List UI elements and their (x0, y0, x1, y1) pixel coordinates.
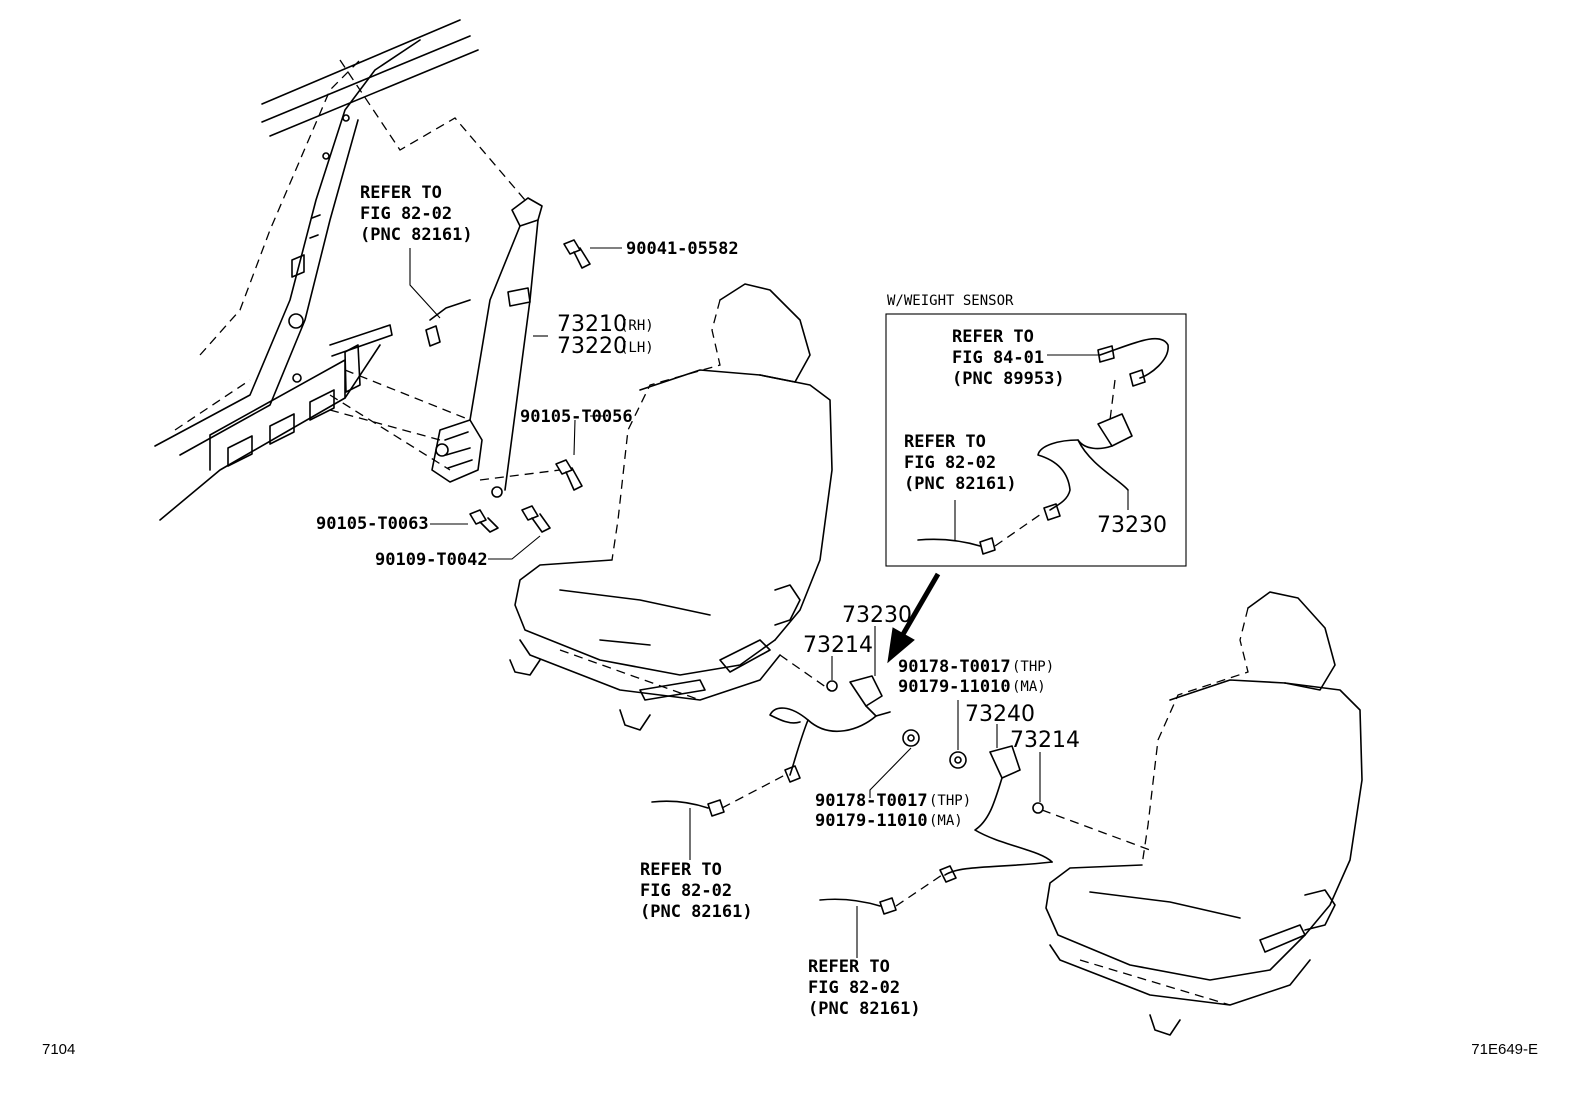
leader-lines (409, 247, 1129, 958)
label-belt-lh-suffix: (LH) (620, 340, 654, 356)
label-nut-lower-a-suffix: (THP) (929, 793, 971, 809)
ref-low-line3: (PNC 82161) (808, 999, 921, 1019)
label-washer-a: 73214 (803, 633, 873, 658)
label-nut-upper-b: 90179-11010 (898, 677, 1011, 697)
label-nut-upper-a: 90178-T0017 (898, 657, 1011, 677)
ref-belt-line1: REFER TO (360, 183, 442, 203)
illustration-code: 71E649-E (1471, 1041, 1538, 1058)
label-inset-buckle: 73230 (1097, 513, 1167, 538)
ref-mid-line1: REFER TO (640, 860, 722, 880)
seat-belt-assembly-drawing (425, 197, 591, 533)
label-nut-lower-b: 90179-11010 (815, 811, 928, 831)
inset-ref1-line3: (PNC 89953) (952, 369, 1065, 389)
front-seat-drawing (509, 283, 833, 731)
label-nut-lower-a: 90178-T0017 (815, 791, 928, 811)
label-bolt-low-a: 90105-T0063 (316, 514, 429, 534)
label-nut-lower-b-suffix: (MA) (929, 813, 963, 829)
inset-ref2-line2: FIG 82-02 (904, 453, 996, 473)
label-bolt-mid: 90105-T0056 (520, 407, 633, 427)
belt-dash-lines (329, 59, 561, 481)
inset-frame (885, 313, 1187, 567)
inset-pointer-arrow (887, 572, 941, 664)
ref-belt-line2: FIG 82-02 (360, 204, 452, 224)
ref-belt-line3: (PNC 82161) (360, 225, 473, 245)
rear-seat-drawing (1045, 591, 1363, 1036)
body-pillar-drawing (154, 19, 479, 521)
weight-sensor-inset: W/WEIGHT SENSOR (885, 293, 1187, 567)
label-bolt-low-b: 90109-T0042 (375, 550, 488, 570)
buckle-harness-drawing (651, 654, 1151, 915)
label-belt-lh: 73220 (557, 334, 627, 359)
label-nut-upper-b-suffix: (MA) (1012, 679, 1046, 695)
inset-title: W/WEIGHT SENSOR (887, 293, 1014, 309)
label-buckle-b: 73240 (965, 702, 1035, 727)
inset-ref2-line3: (PNC 82161) (904, 474, 1017, 494)
inset-ref1-line2: FIG 84-01 (952, 348, 1044, 368)
label-bolt-top: 90041-05582 (626, 239, 739, 259)
callout-labels: REFER TO FIG 82-02 (PNC 82161) 90041-055… (316, 183, 1167, 1019)
ref-low-line2: FIG 82-02 (808, 978, 900, 998)
label-washer-b: 73214 (1010, 728, 1080, 753)
label-belt-rh: 73210 (557, 312, 627, 337)
page-number: 7104 (42, 1041, 75, 1058)
ref-low-line1: REFER TO (808, 957, 890, 977)
inset-ref1-line1: REFER TO (952, 327, 1034, 347)
ref-mid-line2: FIG 82-02 (640, 881, 732, 901)
ref-mid-line3: (PNC 82161) (640, 902, 753, 922)
label-nut-upper-a-suffix: (THP) (1012, 659, 1054, 675)
label-buckle-a: 73230 (842, 603, 912, 628)
inset-ref2-line1: REFER TO (904, 432, 986, 452)
label-belt-rh-suffix: (RH) (620, 318, 654, 334)
